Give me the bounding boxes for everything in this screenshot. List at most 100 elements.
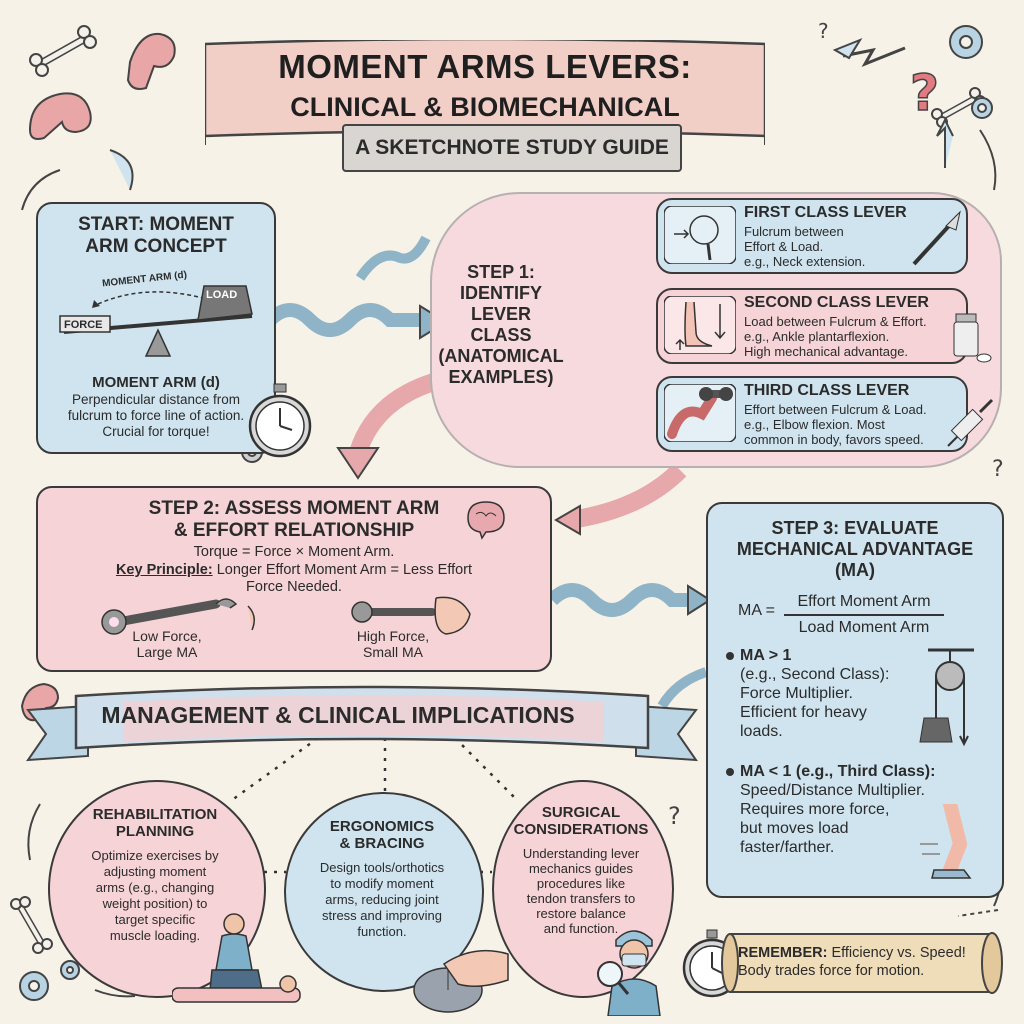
lever-title: FIRST CLASS LEVER <box>744 204 907 221</box>
low-force-caption-2: Large MA <box>136 644 198 660</box>
arrow-icon <box>109 149 134 191</box>
elbow-dumbbell-icon <box>664 384 736 442</box>
lever-title: SECOND CLASS LEVER <box>744 294 929 311</box>
ma-less-text: faster/farther. <box>740 839 835 856</box>
step3-card: STEP 3: EVALUATE MECHANICAL ADVANTAGE (M… <box>706 502 1004 898</box>
remember-text: Efficiency vs. Speed! <box>831 945 966 961</box>
rehab-title: REHABILITATION <box>92 806 218 823</box>
ergonomics-title: ERGONOMICS <box>329 818 435 835</box>
ma-numerator: Effort Moment Arm <box>784 592 944 616</box>
bullet <box>726 652 734 660</box>
ma-greater-text: Efficient for heavy <box>740 704 867 721</box>
surgeon-icon <box>597 930 661 1016</box>
flexed-arm-icon <box>126 32 176 90</box>
step2-heading: STEP 2: ASSESS MOMENT ARM <box>148 498 440 519</box>
surgical-text: and function. <box>543 921 619 936</box>
connector-arrow <box>336 447 380 480</box>
remember-text-2: Body trades force for motion. <box>738 963 925 979</box>
rehab-text: Optimize exercises by <box>91 848 219 863</box>
page-title: MOMENT ARMS LEVERS: <box>278 48 692 85</box>
load-label: LOAD <box>206 289 238 301</box>
step1-heading-line: LEVER <box>470 304 531 324</box>
mouse-hand-icon <box>413 949 509 1013</box>
step1-heading-line: EXAMPLES) <box>448 367 554 387</box>
lever-desc: e.g., Ankle plantarflexion. <box>744 329 890 344</box>
moment-arm-def-line: Crucial for torque! <box>102 424 210 439</box>
high-force-caption: High Force, <box>356 628 430 644</box>
moment-arm-def-line: Perpendicular distance from <box>71 392 241 407</box>
step1-heading-line: STEP 1: <box>467 262 535 282</box>
step3-heading-3: (MA) <box>835 560 875 580</box>
lever-desc: Effort & Load. <box>744 239 824 254</box>
lever-desc: Effort between Fulcrum & Load. <box>744 402 927 417</box>
magnifier-icon <box>597 961 623 987</box>
ergonomics-text: stress and improving <box>322 908 442 923</box>
rehab-title-2: PLANNING <box>115 823 195 840</box>
ma-less-text: but moves load <box>740 820 849 837</box>
rehab-text: weight position) to <box>102 896 208 911</box>
ma-less-text: Requires more force, <box>740 801 890 818</box>
surgical-text: Understanding lever <box>522 846 640 861</box>
step1-heading-line: CLASS <box>470 325 532 345</box>
step1-heading-line: (ANATOMICAL <box>438 346 564 366</box>
connector-arrow <box>355 235 431 281</box>
ergonomics-text: to modify moment <box>330 876 434 891</box>
surgical-title-2: CONSIDERATIONS <box>513 821 649 838</box>
arrow-icon <box>94 989 136 998</box>
question-mark-icon: ? <box>992 457 1004 482</box>
lever-desc: Fulcrum between <box>744 224 844 239</box>
management-ribbon <box>25 685 699 762</box>
arrow-icon <box>832 37 863 60</box>
rehab-text: arms (e.g., changing <box>95 880 215 895</box>
lever-desc: Load between Fulcrum & Effort. <box>744 314 927 329</box>
head-neck-icon <box>664 206 736 264</box>
force-label: FORCE <box>64 319 103 331</box>
moment-arm-def-title: MOMENT ARM (d) <box>92 374 220 391</box>
surgical-text: mechanics guides <box>528 861 634 876</box>
remember-scroll <box>721 932 1003 994</box>
surgical-text: procedures like <box>536 876 626 891</box>
load-weight-icon <box>197 285 253 321</box>
ma-greater-text: loads. <box>740 723 783 740</box>
step1-heading-line: IDENTIFY <box>459 283 542 303</box>
arrow-icon <box>979 129 997 191</box>
rehab-text: adjusting moment <box>103 864 207 879</box>
start-heading-2: ARM CONCEPT <box>85 236 227 257</box>
bone-icon <box>29 25 97 77</box>
arrow-icon <box>936 117 954 168</box>
surgical-text: restore balance <box>536 906 626 921</box>
page-subtitle: A SKETCHNOTE STUDY GUIDE <box>342 124 682 172</box>
arrow-icon <box>842 46 906 67</box>
connector-arrow <box>547 583 692 617</box>
key-principle-text: Longer Effort Moment Arm = Less Effort <box>216 562 473 578</box>
ergonomics-text: arms, reducing joint <box>325 892 439 907</box>
connector-arrow <box>265 303 422 337</box>
short-wrench-icon <box>351 596 471 635</box>
moment-arm-def-line: fulcrum to force line of action. <box>67 408 245 423</box>
high-force-caption-2: Small MA <box>363 644 423 660</box>
lever-card-third-class: THIRD CLASS LEVER Effort between Fulcrum… <box>656 376 968 452</box>
torque-formula: Torque = Force × Moment Arm. <box>193 544 395 560</box>
ma-greater-text: Force Multiplier. <box>740 685 853 702</box>
lever-desc: common in body, favors speed. <box>744 432 924 447</box>
key-principle-text-2: Force Needed. <box>246 579 342 595</box>
ergonomics-circle <box>284 792 484 992</box>
ma-greater-title: MA > 1 <box>740 647 792 664</box>
rehab-text: target specific <box>114 912 196 927</box>
foot-icon <box>664 296 736 354</box>
ergonomics-text: Design tools/orthotics <box>319 860 445 875</box>
start-heading: START: MOMENT <box>78 214 234 235</box>
connector-arrow <box>657 667 708 709</box>
connector-arrow <box>568 463 687 529</box>
lever-desc: e.g., Neck extension. <box>744 254 866 269</box>
question-mark-icon: ? <box>668 802 681 830</box>
step3-heading: STEP 3: EVALUATE <box>771 518 939 538</box>
pill-bottle-icon <box>953 313 992 363</box>
ma-denominator: Load Moment Arm <box>798 619 930 636</box>
lever-desc: e.g., Elbow flexion. Most <box>744 417 885 432</box>
ma-less-title: MA < 1 (e.g., Third Class): <box>740 763 936 780</box>
hand-icon <box>247 605 255 631</box>
management-banner-title: MANAGEMENT & CLINICAL IMPLICATIONS <box>101 702 575 728</box>
fist-icon <box>434 596 471 635</box>
bone-icon <box>10 896 53 954</box>
